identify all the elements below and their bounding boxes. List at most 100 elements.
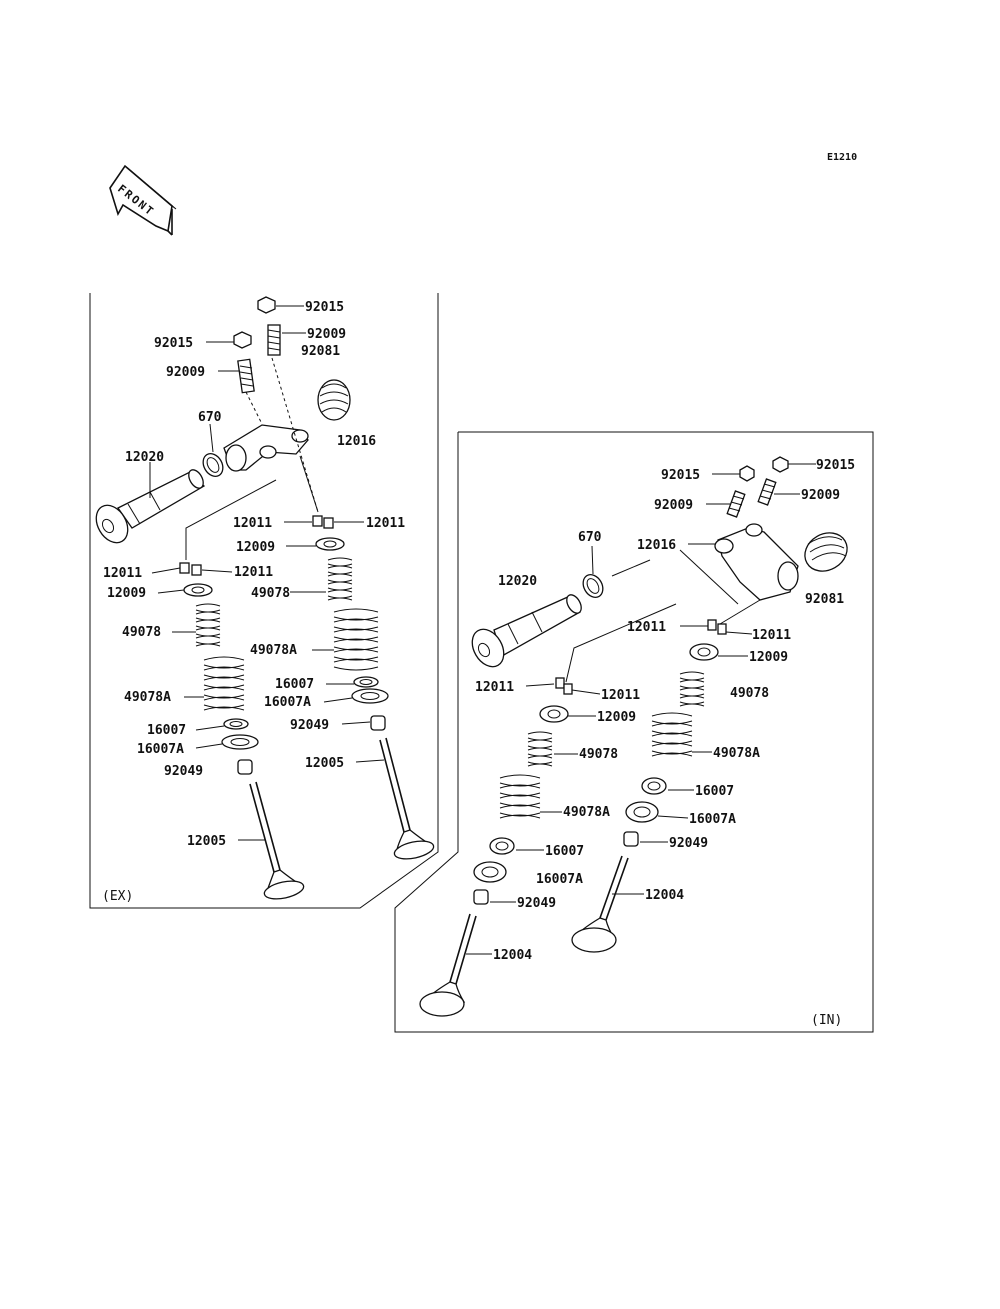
outer-spring-icon (651, 712, 693, 757)
label-12016: 12016 (337, 434, 376, 449)
outer-spring-icon (203, 656, 245, 711)
outer-spring-icon (333, 608, 379, 671)
label-12009: 12009 (749, 650, 788, 665)
valve-key-icon (179, 562, 202, 576)
valve-icon (571, 855, 629, 953)
stem-seal-icon (237, 759, 253, 775)
rocker-spring-icon (804, 532, 848, 572)
outer-spring-icon (499, 774, 541, 819)
spring-seat-icon (353, 676, 379, 688)
valve-key-icon (312, 515, 334, 529)
adjuster-screw-icon (757, 478, 777, 506)
label-16007: 16007 (695, 784, 734, 799)
label-12009: 12009 (597, 710, 636, 725)
label-12004: 12004 (493, 948, 532, 963)
adjuster-screw-icon (267, 324, 281, 356)
spring-seat-a-icon (473, 861, 507, 883)
o-ring-icon (202, 453, 224, 477)
stem-seal-icon (473, 889, 489, 905)
valve-icon (419, 913, 477, 1017)
adjuster-screw-icon (726, 490, 746, 518)
rocker-spring-icon (317, 379, 351, 421)
o-ring-icon (582, 574, 604, 598)
label-670: 670 (198, 410, 222, 425)
label-92081: 92081 (805, 592, 844, 607)
spring-seat-icon (641, 777, 667, 795)
label-12005: 12005 (305, 756, 344, 771)
nut-icon (257, 296, 276, 314)
spring-seat-a-icon (351, 688, 389, 704)
nut-icon (233, 331, 252, 349)
label-92009: 92009 (166, 365, 205, 380)
label-12011: 12011 (752, 628, 791, 643)
label-12020: 12020 (125, 450, 164, 465)
valve-key-icon (707, 619, 727, 635)
rocker-arm-icon (223, 424, 309, 472)
label-12005: 12005 (187, 834, 226, 849)
label-16007: 16007 (545, 844, 584, 859)
label-670: 670 (578, 530, 602, 545)
front-arrow: FRONT (109, 164, 177, 236)
in-panel-tag: (IN) (811, 1013, 842, 1028)
label-12011: 12011 (366, 516, 405, 531)
spring-seat-icon (489, 837, 515, 855)
label-12011: 12011 (103, 566, 142, 581)
spring-retainer-icon (689, 643, 719, 661)
label-16007A: 16007A (137, 742, 184, 757)
label-12011: 12011 (627, 620, 666, 635)
valve-icon (379, 737, 435, 860)
label-12009: 12009 (107, 586, 146, 601)
spring-seat-a-icon (625, 801, 659, 823)
label-92015: 92015 (154, 336, 193, 351)
label-92049: 92049 (290, 718, 329, 733)
spring-seat-icon (223, 718, 249, 730)
label-16007A: 16007A (536, 872, 583, 887)
label-49078: 49078 (122, 625, 161, 640)
label-12011: 12011 (233, 516, 272, 531)
valve-icon (249, 781, 305, 900)
rocker-shaft-icon (95, 469, 206, 544)
label-92015: 92015 (305, 300, 344, 315)
label-92009: 92009 (801, 488, 840, 503)
label-12016: 12016 (637, 538, 676, 553)
label-49078: 49078 (579, 747, 618, 762)
spring-retainer-icon (539, 705, 569, 723)
spring-seat-a-icon (221, 734, 259, 750)
label-16007: 16007 (147, 723, 186, 738)
nut-icon (772, 456, 789, 473)
label-92081: 92081 (301, 344, 340, 359)
label-16007A: 16007A (264, 695, 311, 710)
label-12011: 12011 (475, 680, 514, 695)
label-49078A: 49078A (124, 690, 171, 705)
label-92009: 92009 (654, 498, 693, 513)
ex-panel-tag: (EX) (102, 889, 133, 904)
inner-spring-icon (527, 731, 553, 767)
diagram-code: E1210 (827, 152, 857, 163)
adjuster-screw-icon (237, 358, 255, 394)
label-12020: 12020 (498, 574, 537, 589)
stem-seal-icon (623, 831, 639, 847)
label-16007: 16007 (275, 677, 314, 692)
label-12004: 12004 (645, 888, 684, 903)
inner-spring-icon (327, 557, 353, 601)
in-panel: (IN) (394, 431, 874, 1033)
label-16007A: 16007A (689, 812, 736, 827)
label-92049: 92049 (517, 896, 556, 911)
ex-panel: (EX) (89, 293, 439, 909)
label-92015: 92015 (661, 468, 700, 483)
nut-icon (739, 465, 755, 482)
label-92049: 92049 (669, 836, 708, 851)
label-12009: 12009 (236, 540, 275, 555)
stem-seal-icon (370, 715, 386, 731)
label-49078A: 49078A (563, 805, 610, 820)
label-92015: 92015 (816, 458, 855, 473)
label-92009: 92009 (307, 327, 346, 342)
valve-key-icon (555, 677, 573, 695)
rocker-shaft-icon (471, 594, 582, 668)
label-49078A: 49078A (713, 746, 760, 761)
inner-spring-icon (195, 603, 221, 647)
inner-spring-icon (679, 671, 705, 707)
rocker-arm-icon (714, 523, 799, 601)
label-49078: 49078 (251, 586, 290, 601)
